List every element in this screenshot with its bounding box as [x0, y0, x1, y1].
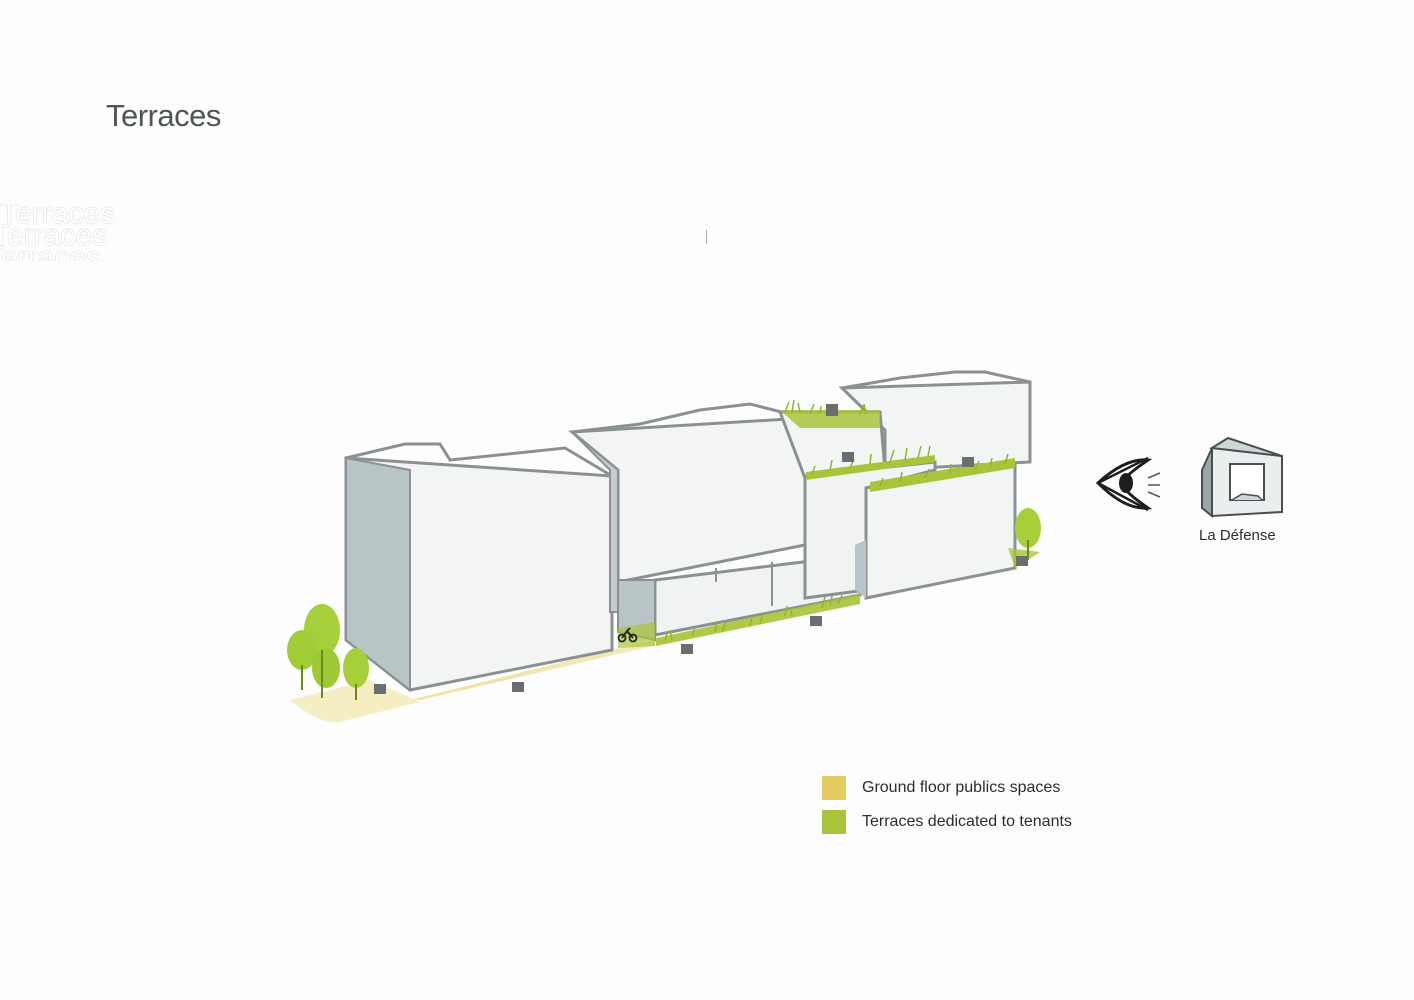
- dark-patches: [374, 404, 1028, 694]
- building-icon: [1201, 436, 1283, 519]
- legend-label: Terraces dedicated to tenants: [862, 813, 1072, 830]
- building-block-middle: [568, 402, 807, 613]
- page-title: Terraces: [106, 98, 221, 133]
- grass-strokes: [664, 399, 1009, 641]
- ghost-title: Terraces Terraces Terraces: [0, 203, 140, 261]
- tree-icon: [1015, 508, 1041, 560]
- motorbike-icon: [617, 627, 638, 643]
- tick-mark: [706, 230, 707, 244]
- eye-icon: [1095, 456, 1161, 512]
- ghost-title-line: Terraces: [0, 203, 116, 230]
- tree-icon: [287, 604, 369, 700]
- legend-swatch-public: [822, 776, 846, 800]
- la-defense-label: La Défense: [1199, 527, 1276, 544]
- ground-public-space: [290, 548, 1040, 723]
- legend-item: Terraces dedicated to tenants: [822, 805, 1072, 839]
- ghost-title-line: Terraces: [0, 241, 102, 262]
- building-block-left: [344, 442, 614, 693]
- legend-swatch-terraces: [822, 810, 846, 834]
- ghost-title-line: Terraces: [0, 219, 108, 252]
- legend-item: Ground floor publics spaces: [822, 771, 1072, 805]
- building-block-upper-right: [777, 370, 1032, 480]
- legend: Ground floor publics spaces Terraces ded…: [822, 771, 1072, 839]
- tenant-terraces: [618, 410, 1040, 648]
- legend-label: Ground floor publics spaces: [862, 779, 1061, 796]
